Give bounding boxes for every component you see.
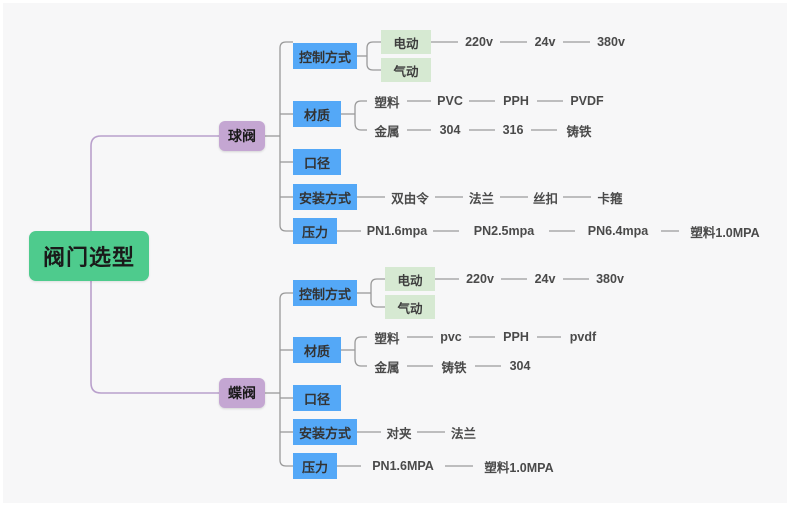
qiufa-spine-top — [279, 41, 293, 49]
diefa-spine-bottom — [279, 459, 293, 467]
q-kz-to-diandong — [366, 41, 381, 49]
leaf-diefa-zhutie[interactable]: 铸铁 — [441, 360, 467, 375]
leaf-qiufa-falan[interactable]: 法兰 — [468, 191, 494, 206]
leaf-qiufa-zhutie[interactable]: 铸铁 — [566, 124, 592, 139]
d-kz-to-qidong — [370, 300, 385, 308]
leaf-qiufa-kagu[interactable]: 卡箍 — [597, 191, 623, 206]
topic-qiufa-kongzhifangshi[interactable]: 控制方式 — [293, 43, 357, 69]
topic-diefa-kongzhifangshi[interactable]: 控制方式 — [293, 280, 357, 306]
leaf-diefa-qidong[interactable]: 气动 — [385, 295, 435, 319]
d-kz-to-diandong — [370, 278, 385, 286]
topic-diefa-yali[interactable]: 压力 — [293, 453, 337, 479]
qiufa-spine-bottom — [279, 224, 293, 232]
leaf-qiufa-pvdf[interactable]: PVDF — [570, 94, 604, 108]
leaf-qiufa-pph[interactable]: PPH — [503, 94, 529, 108]
d-cz-to-jinshu — [354, 358, 367, 367]
leaf-qiufa-380v[interactable]: 380v — [597, 35, 625, 49]
topic-diefa-koujing[interactable]: 口径 — [293, 385, 341, 411]
topic-qiufa-caizhi[interactable]: 材质 — [293, 101, 341, 127]
leaf-qiufa-diandong[interactable]: 电动 — [381, 30, 431, 54]
leaf-qiufa-suliao[interactable]: 塑料 — [374, 95, 400, 110]
q-cz-to-suliao — [354, 100, 367, 108]
leaf-diefa-falan[interactable]: 法兰 — [450, 426, 476, 441]
d-cz-to-suliao — [354, 336, 367, 344]
leaf-diefa-diandong[interactable]: 电动 — [385, 267, 435, 291]
leaf-qiufa-316[interactable]: 316 — [502, 123, 524, 137]
leaf-qiufa-24v[interactable]: 24v — [534, 35, 556, 49]
leaf-diefa-jinshu[interactable]: 金属 — [374, 360, 400, 375]
leaf-diefa-pph[interactable]: PPH — [503, 330, 529, 344]
leaf-diefa-304[interactable]: 304 — [509, 359, 531, 373]
leaf-qiufa-jinshu[interactable]: 金属 — [374, 124, 400, 139]
leaf-diefa-duijia[interactable]: 对夹 — [386, 426, 412, 441]
leaf-diefa-pvc[interactable]: pvc — [440, 330, 462, 344]
topic-qiufa-anzhuangfangshi[interactable]: 安装方式 — [293, 184, 357, 210]
leaf-qiufa-pn16mpa[interactable]: PN1.6mpa — [366, 224, 428, 238]
leaf-diefa-pn16mpa[interactable]: PN1.6MPA — [372, 459, 434, 473]
q-cz-to-jinshu — [354, 122, 367, 131]
leaf-diefa-suliao10mpa[interactable]: 塑料1.0MPA — [484, 460, 554, 475]
diefa-spine-top — [279, 292, 293, 300]
leaf-qiufa-sikou[interactable]: 丝扣 — [532, 191, 558, 206]
root-node[interactable]: 阀门选型 — [29, 231, 149, 281]
leaf-diefa-suliao[interactable]: 塑料 — [374, 331, 400, 346]
topic-diefa-anzhuangfangshi[interactable]: 安装方式 — [293, 419, 357, 445]
topic-qiufa-koujing[interactable]: 口径 — [293, 149, 341, 175]
leaf-qiufa-pn25mpa[interactable]: PN2.5mpa — [473, 224, 535, 238]
branch-node-diefa[interactable]: 蝶阀 — [219, 378, 265, 408]
leaf-diefa-220v[interactable]: 220v — [466, 272, 494, 286]
leaf-qiufa-pvc[interactable]: PVC — [437, 94, 463, 108]
leaf-qiufa-pn64mpa[interactable]: PN6.4mpa — [587, 224, 649, 238]
leaf-qiufa-220v[interactable]: 220v — [465, 35, 493, 49]
leaf-qiufa-qidong[interactable]: 气动 — [381, 58, 431, 82]
leaf-diefa-24v[interactable]: 24v — [534, 272, 556, 286]
branch-node-qiufa[interactable]: 球阀 — [219, 121, 265, 151]
leaf-qiufa-shuangyouling[interactable]: 双由令 — [391, 191, 429, 206]
topic-qiufa-yali[interactable]: 压力 — [293, 218, 337, 244]
leaf-diefa-pvdf[interactable]: pvdf — [569, 330, 597, 344]
leaf-diefa-380v[interactable]: 380v — [596, 272, 624, 286]
topic-diefa-caizhi[interactable]: 材质 — [293, 337, 341, 363]
q-kz-to-qidong — [366, 63, 381, 71]
leaf-qiufa-304[interactable]: 304 — [439, 123, 461, 137]
leaf-qiufa-suliao10mpa[interactable]: 塑料1.0MPA — [690, 225, 760, 240]
